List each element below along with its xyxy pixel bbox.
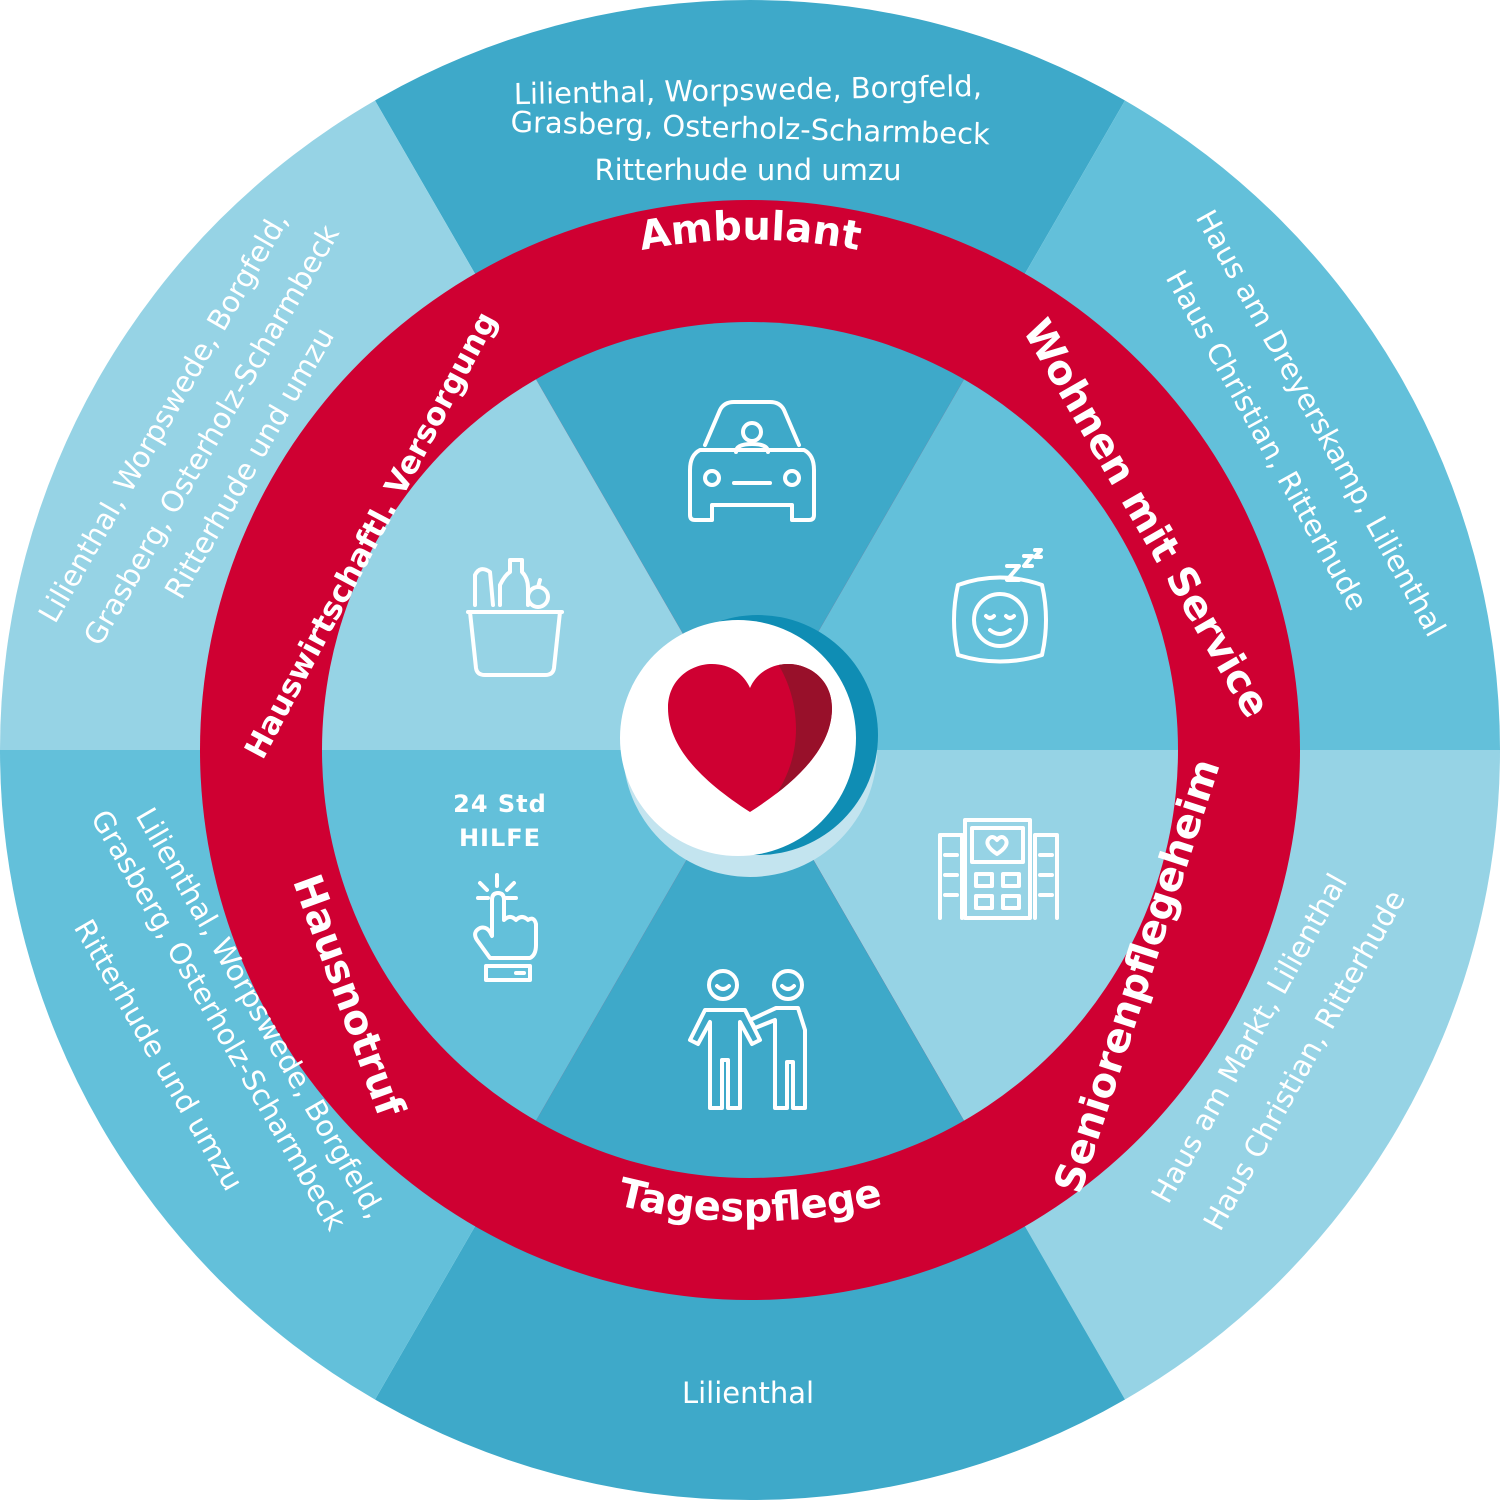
inner-sector-tagespflege — [500, 750, 1000, 1178]
grocery-basket-icon — [466, 558, 564, 677]
emergency-button-icon: 24 Std HILFE — [453, 790, 547, 982]
helping-people-icon — [688, 969, 807, 1110]
locations-tagespflege: Lilienthal — [682, 1376, 814, 1410]
emergency-icon-text-line2: HILFE — [459, 824, 541, 852]
emergency-icon-text-line1: 24 Std — [453, 790, 547, 818]
sleeping-pillow-icon — [952, 548, 1048, 664]
care-home-building-icon — [938, 818, 1059, 920]
inner-sector-ambulant — [500, 322, 1000, 750]
location-line: Lilienthal — [682, 1376, 814, 1410]
car-with-driver-icon — [688, 400, 816, 522]
location-line: Lilienthal, Worpswede, Borgfeld, — [513, 69, 982, 111]
location-line: Ritterhude und umzu — [594, 153, 901, 187]
center-emblem — [620, 615, 878, 877]
